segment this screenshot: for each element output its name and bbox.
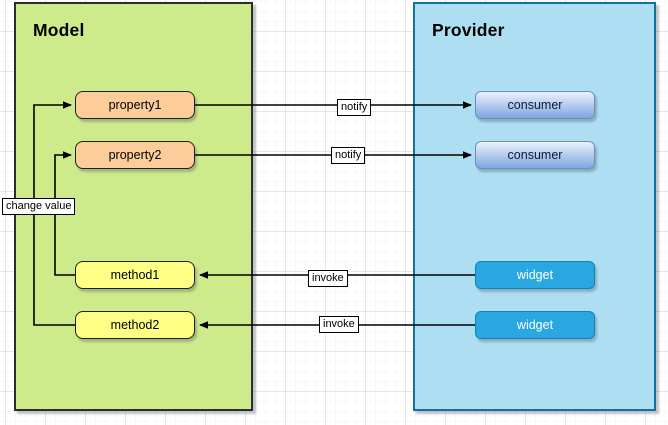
node-widget2[interactable]: widget (475, 311, 595, 339)
node-method1[interactable]: method1 (75, 261, 195, 289)
node-method2[interactable]: method2 (75, 311, 195, 339)
arrow-change-value-method1[interactable] (54, 151, 75, 276)
node-consumer2-label: consumer (507, 148, 563, 162)
node-property2[interactable]: property2 (75, 141, 195, 169)
edge-label-invoke2[interactable]: invoke (319, 316, 359, 333)
node-consumer2[interactable]: consumer (475, 141, 595, 169)
provider-container[interactable] (413, 2, 656, 411)
node-widget1-label: widget (516, 268, 554, 282)
edge-label-notify2[interactable]: notify (331, 147, 366, 164)
node-method2-label: method2 (110, 318, 160, 332)
node-property1[interactable]: property1 (75, 91, 195, 119)
node-widget1[interactable]: widget (475, 261, 595, 289)
edge-label-change-value[interactable]: change value (2, 198, 76, 215)
node-consumer1[interactable]: consumer (475, 91, 595, 119)
node-method1-label: method1 (110, 268, 160, 282)
edge-label-notify1[interactable]: notify (337, 99, 372, 116)
node-consumer1-label: consumer (507, 98, 563, 112)
arrow-change-value-method2[interactable] (33, 101, 75, 326)
node-property2-label: property2 (108, 148, 162, 162)
provider-title: Provider (432, 20, 505, 40)
node-property1-label: property1 (108, 98, 162, 112)
edge-label-invoke1[interactable]: invoke (308, 270, 348, 287)
model-title: Model (33, 20, 85, 40)
node-widget2-label: widget (516, 318, 554, 332)
